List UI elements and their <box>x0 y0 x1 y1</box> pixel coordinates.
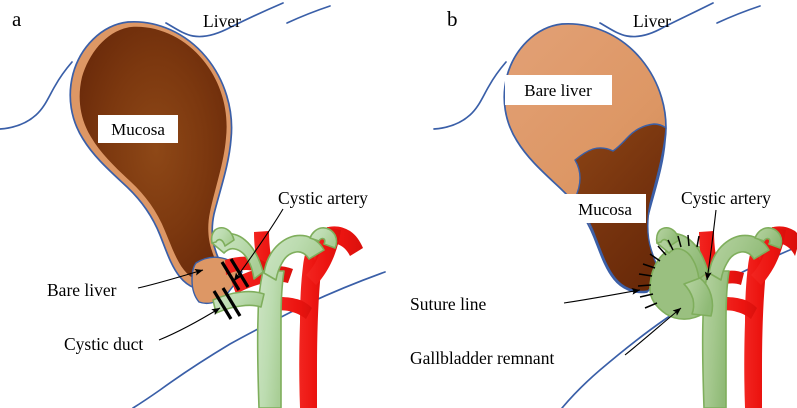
inset-label-text-bare-liver-b: Bare liver <box>524 81 592 100</box>
liver-leader-b <box>716 5 761 24</box>
panel-b: b <box>410 2 797 408</box>
callout-label-cystic-artery-b: Cystic artery <box>681 188 771 208</box>
artery-mid-branch-a <box>276 297 312 319</box>
bile-duct-tree-b <box>655 226 783 408</box>
duct-branch-upper-right-a <box>309 227 338 249</box>
panel-a: a <box>0 2 386 408</box>
suture-tick-3 <box>637 284 652 287</box>
right-hepatic-duct-a <box>263 234 325 281</box>
liver-contour-group-a <box>0 2 386 408</box>
remnant-neck-b <box>683 277 714 317</box>
callout-label-cystic-duct-a: Cystic duct <box>64 334 143 354</box>
liver-contour-lower-a <box>132 271 386 408</box>
duct-branch-upper-left-b <box>655 226 680 247</box>
suture-tick-8 <box>667 239 674 251</box>
gallbladder-remnant-leader-b <box>624 307 682 356</box>
suture-tick-11 <box>696 235 700 248</box>
common-bile-duct-a <box>256 270 285 408</box>
liver-contour-left-a <box>0 61 73 130</box>
suture-tick-7 <box>657 245 667 256</box>
callout-label-liver-b: Liver <box>633 11 671 31</box>
callout-label-bare-liver-a: Bare liver <box>47 280 117 300</box>
panel-b-letter: b <box>447 7 458 31</box>
suture-tick-1 <box>644 302 658 309</box>
suture-stitch-marks-b <box>637 234 700 309</box>
inset-label-box-mucosa-a <box>98 115 178 143</box>
liver-contour-upper-b <box>599 2 714 38</box>
clip-duct-lower-a <box>221 287 242 317</box>
artery-mid-branch-b <box>721 297 757 319</box>
inset-label-mucosa-a: Mucosa <box>98 115 178 143</box>
liver-contour-left-b <box>433 61 507 130</box>
right-hepatic-duct-b <box>708 234 770 281</box>
callout-label-suture-line-b: Suture line <box>410 294 487 314</box>
suture-tick-4 <box>638 273 653 277</box>
suture-tick-5 <box>642 263 656 269</box>
callout-label-gallbladder-remnant-b: Gallbladder remnant <box>410 348 554 368</box>
callout-label-liver-a: Liver <box>203 11 241 31</box>
callout-label-cystic-artery-a: Cystic artery <box>278 188 368 208</box>
inset-label-text-mucosa-b: Mucosa <box>578 200 632 219</box>
panel-a-letter: a <box>12 7 22 31</box>
suture-tick-6 <box>649 253 661 262</box>
clip-artery-upper-a <box>220 261 241 291</box>
proper-hepatic-artery-a <box>299 241 325 408</box>
inset-label-bare-liver-b: Bare liver <box>505 75 612 105</box>
inset-label-text-mucosa-a: Mucosa <box>111 120 165 139</box>
proper-hepatic-artery-b <box>744 241 770 408</box>
cystic-artery-leader-b <box>704 209 717 281</box>
cystic-duct-leader-a <box>158 307 221 341</box>
liver-contour-upper-a <box>165 2 284 38</box>
mucosa-surface-a <box>79 26 227 284</box>
inset-label-box-mucosa-b <box>564 194 646 223</box>
suture-tick-10 <box>687 234 690 247</box>
inset-label-mucosa-b: Mucosa <box>564 194 646 223</box>
clip-duct-upper-a <box>212 290 233 320</box>
duct-branch-upper-right-b <box>754 227 783 249</box>
suture-line-leader-b <box>563 288 641 304</box>
inset-label-box-bare-liver-b <box>505 75 612 105</box>
cystic-artery-leader-a <box>233 208 284 282</box>
bile-duct-tree-a <box>210 226 338 408</box>
duct-branch-upper-left-a <box>210 226 235 247</box>
suture-tick-9 <box>677 235 682 248</box>
liver-leader-a <box>286 5 331 24</box>
bare-liver-leader-a <box>137 268 204 289</box>
suture-tick-2 <box>639 293 654 298</box>
